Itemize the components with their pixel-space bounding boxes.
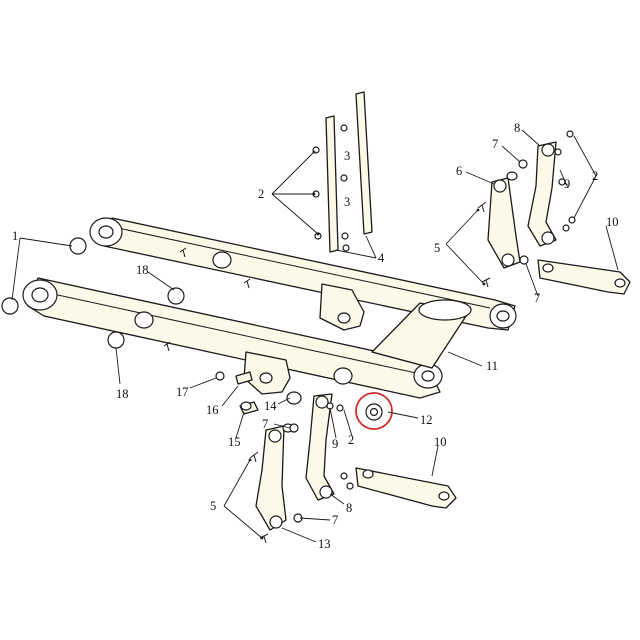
label-14: 14 (264, 399, 277, 413)
small-parts-lower (249, 402, 354, 544)
label-7-upper-a: 7 (492, 137, 498, 151)
bushing-14 (286, 391, 302, 405)
highlight-circle (355, 392, 393, 430)
label-9-upper: 9 (564, 177, 570, 191)
label-5-lower: 5 (210, 499, 216, 513)
label-16: 16 (206, 403, 219, 417)
link-arm-8-lower (305, 393, 335, 501)
label-15: 15 (228, 435, 241, 449)
frame-front-rail (22, 277, 443, 399)
shim-plate-front (325, 115, 339, 253)
label-13: 13 (318, 537, 331, 551)
tie-rod-10-lower (355, 467, 457, 509)
cross-member (371, 299, 472, 369)
label-2-upper: 2 (258, 187, 264, 201)
bolt-16 (235, 371, 253, 385)
bushing-12 (365, 403, 383, 421)
shim-plate-rear (355, 91, 373, 235)
link-arm-6 (487, 171, 521, 269)
label-7-upper-b: 7 (534, 291, 540, 305)
label-2-right: 2 (592, 169, 598, 183)
label-4: 4 (378, 251, 385, 265)
label-17: 17 (176, 385, 189, 399)
link-arm-8 (527, 141, 557, 247)
small-parts-upper-right (477, 130, 576, 288)
label-12: 12 (420, 413, 433, 427)
link-arm-13 (255, 423, 294, 531)
label-1: 1 (12, 229, 18, 243)
nut-17 (215, 371, 225, 381)
label-10-upper: 10 (606, 215, 619, 229)
label-2-lower: 2 (348, 433, 354, 447)
label-3-b: 3 (344, 195, 350, 209)
callout-labels: 1 2 3 3 4 5 6 7 7 8 9 2 10 11 18 18 17 1… (12, 121, 619, 551)
label-18-upper: 18 (136, 263, 149, 277)
label-10-lower: 10 (434, 435, 447, 449)
label-18-lower: 18 (116, 387, 129, 401)
frame-bolts (163, 247, 251, 352)
label-9-lower: 9 (332, 437, 338, 451)
frame-rear-rail (89, 217, 517, 331)
label-7-lower-b: 7 (332, 513, 338, 527)
label-8-upper: 8 (514, 121, 520, 135)
label-5-upper: 5 (434, 241, 440, 255)
shim-bolts (312, 124, 350, 252)
bracket-lower (243, 351, 291, 395)
leader-lines (11, 129, 619, 543)
leader-dots (248, 150, 486, 540)
pin-15 (239, 401, 259, 415)
label-7-lower-a: 7 (262, 417, 268, 431)
bushing-1-left (1, 237, 87, 315)
label-11: 11 (486, 359, 498, 373)
label-8-lower: 8 (346, 501, 352, 515)
tie-rod-10-upper (537, 259, 631, 295)
label-3-a: 3 (344, 149, 350, 163)
label-6: 6 (456, 164, 462, 178)
bracket-upper (319, 283, 365, 331)
